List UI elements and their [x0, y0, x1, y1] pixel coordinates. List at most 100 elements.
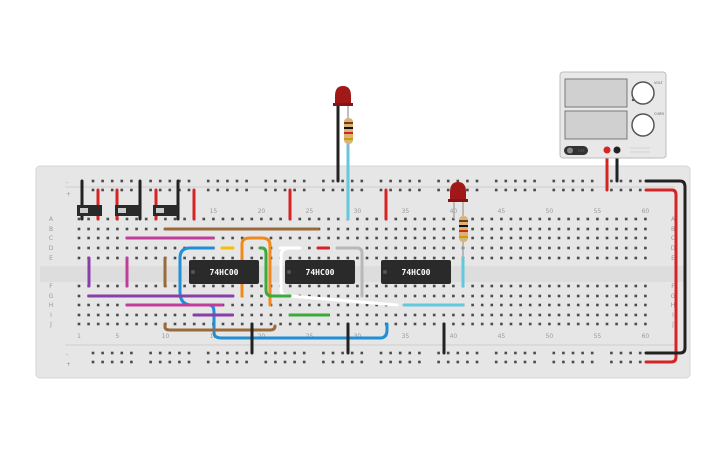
breadboard-hole[interactable] [173, 217, 177, 221]
breadboard-hole[interactable] [548, 284, 551, 288]
rail-hole[interactable] [130, 179, 133, 183]
rail-hole[interactable] [475, 351, 479, 355]
breadboard-hole[interactable] [116, 322, 119, 326]
breadboard-hole[interactable] [471, 217, 474, 221]
breadboard-hole[interactable] [356, 294, 359, 298]
breadboard-hole[interactable] [375, 322, 378, 326]
breadboard-hole[interactable] [452, 236, 455, 240]
rail-hole[interactable] [475, 360, 479, 364]
rail-hole[interactable] [341, 360, 344, 364]
rail-hole[interactable] [456, 351, 460, 355]
rail-hole[interactable] [619, 188, 623, 192]
rail-hole[interactable] [360, 188, 364, 192]
breadboard-hole[interactable] [471, 294, 474, 298]
breadboard-hole[interactable] [212, 284, 215, 288]
rail-hole[interactable] [360, 351, 364, 355]
breadboard-hole[interactable] [394, 217, 398, 221]
breadboard-hole[interactable] [384, 313, 388, 317]
breadboard-hole[interactable] [116, 303, 119, 307]
wire-green-loop[interactable] [258, 246, 292, 298]
breadboard-hole[interactable] [528, 294, 532, 298]
breadboard-hole[interactable] [567, 246, 570, 250]
breadboard-hole[interactable] [548, 313, 551, 317]
breadboard-hole[interactable] [624, 294, 628, 298]
breadboard-hole[interactable] [404, 322, 407, 326]
rail-hole[interactable] [408, 351, 412, 355]
breadboard-hole[interactable] [317, 322, 321, 326]
rail-hole[interactable] [149, 360, 152, 364]
slide-switch-3[interactable] [153, 205, 178, 216]
breadboard-hole[interactable] [500, 313, 503, 317]
breadboard-hole[interactable] [356, 284, 359, 288]
breadboard-hole[interactable] [125, 322, 129, 326]
breadboard-hole[interactable] [240, 322, 244, 326]
breadboard-hole[interactable] [596, 294, 599, 298]
breadboard-hole[interactable] [87, 236, 90, 240]
breadboard-hole[interactable] [567, 284, 570, 288]
breadboard-hole[interactable] [480, 227, 484, 231]
breadboard-hole[interactable] [327, 236, 330, 240]
breadboard-hole[interactable] [490, 303, 494, 307]
breadboard-hole[interactable] [624, 246, 628, 250]
breadboard-hole[interactable] [308, 246, 311, 250]
breadboard-hole[interactable] [509, 303, 513, 307]
breadboard-hole[interactable] [375, 256, 378, 260]
breadboard-hole[interactable] [480, 217, 484, 221]
breadboard-hole[interactable] [576, 303, 580, 307]
breadboard-hole[interactable] [490, 322, 494, 326]
breadboard-hole[interactable] [624, 236, 628, 240]
breadboard-hole[interactable] [576, 256, 580, 260]
breadboard-hole[interactable] [365, 246, 369, 250]
breadboard-hole[interactable] [394, 284, 398, 288]
rail-hole[interactable] [610, 188, 613, 192]
breadboard-hole[interactable] [394, 313, 398, 317]
rail-hole[interactable] [245, 360, 248, 364]
rail-hole[interactable] [302, 360, 306, 364]
breadboard-hole[interactable] [538, 322, 542, 326]
breadboard-hole[interactable] [125, 227, 129, 231]
breadboard-hole[interactable] [605, 256, 609, 260]
breadboard-hole[interactable] [596, 227, 599, 231]
breadboard-hole[interactable] [423, 246, 426, 250]
rail-hole[interactable] [264, 351, 268, 355]
breadboard-hole[interactable] [519, 256, 522, 260]
breadboard-hole[interactable] [452, 284, 455, 288]
breadboard-hole[interactable] [144, 246, 148, 250]
breadboard-hole[interactable] [231, 284, 234, 288]
breadboard-hole[interactable] [442, 313, 446, 317]
psu-negative-terminal[interactable] [613, 146, 621, 154]
rail-hole[interactable] [110, 360, 114, 364]
breadboard-hole[interactable] [336, 227, 340, 231]
breadboard-hole[interactable] [135, 256, 138, 260]
rail-hole[interactable] [264, 188, 268, 192]
breadboard-hole[interactable] [240, 236, 244, 240]
rail-hole[interactable] [187, 351, 191, 355]
rail-hole[interactable] [514, 179, 517, 183]
breadboard-hole[interactable] [432, 284, 436, 288]
breadboard-hole[interactable] [557, 246, 561, 250]
rail-hole[interactable] [533, 351, 536, 355]
breadboard-hole[interactable] [576, 246, 580, 250]
breadboard-hole[interactable] [596, 303, 599, 307]
rail-hole[interactable] [398, 179, 402, 183]
breadboard-hole[interactable] [231, 236, 234, 240]
wire-red-rail-bridge[interactable] [644, 188, 678, 364]
breadboard-hole[interactable] [317, 303, 321, 307]
breadboard-hole[interactable] [624, 313, 628, 317]
breadboard-hole[interactable] [471, 236, 474, 240]
breadboard-hole[interactable] [519, 313, 522, 317]
breadboard-hole[interactable] [605, 217, 609, 221]
breadboard-hole[interactable] [298, 322, 302, 326]
breadboard-hole[interactable] [500, 236, 503, 240]
breadboard-hole[interactable] [567, 217, 570, 221]
breadboard-hole[interactable] [240, 217, 244, 221]
rail-hole[interactable] [408, 188, 412, 192]
breadboard-hole[interactable] [548, 303, 551, 307]
breadboard-hole[interactable] [356, 217, 359, 221]
rail-hole[interactable] [504, 188, 508, 192]
breadboard-hole[interactable] [634, 227, 638, 231]
rail-hole[interactable] [389, 360, 392, 364]
breadboard-hole[interactable] [327, 256, 330, 260]
breadboard-hole[interactable] [461, 313, 465, 317]
breadboard-hole[interactable] [96, 227, 100, 231]
